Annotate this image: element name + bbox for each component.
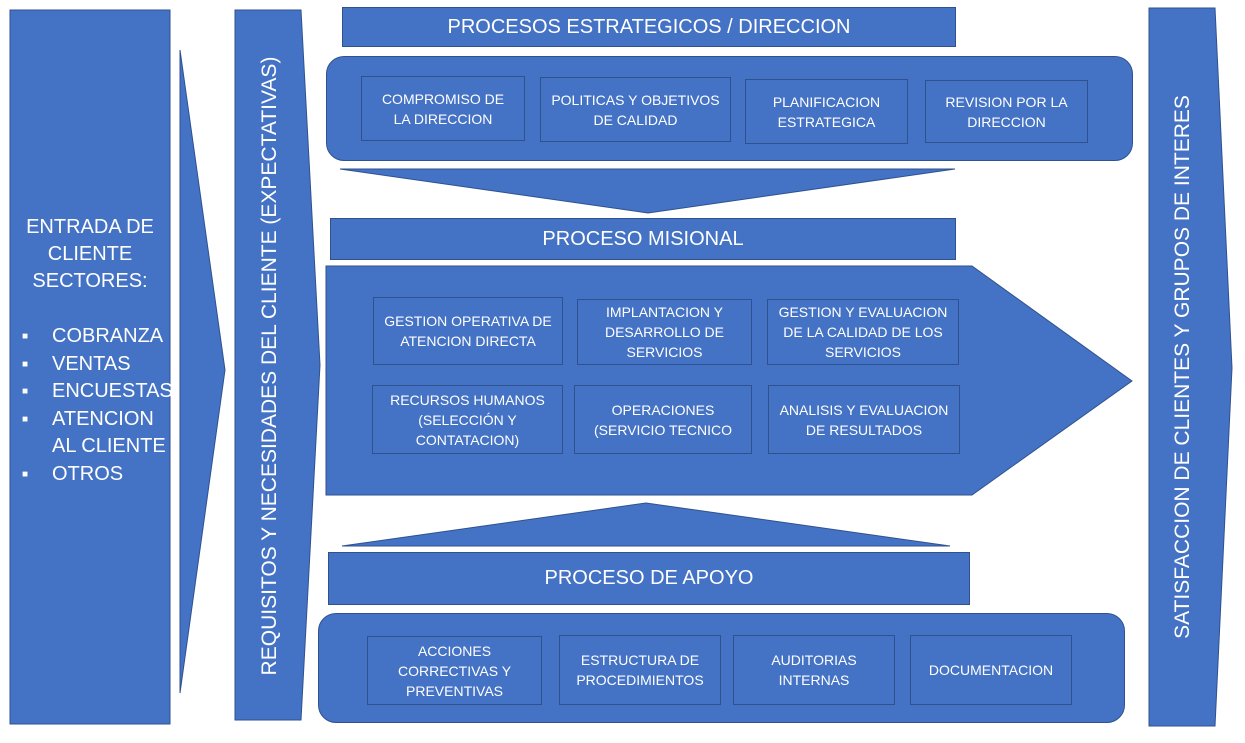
square-bullet-icon: ■ [22, 468, 29, 480]
satisfaccion-label: SATISFACCION DE CLIENTES Y GRUPOS DE INT… [1171, 95, 1194, 639]
satisfaccion-arrow [1148, 7, 1233, 727]
apoyo-header: PROCESO DE APOYO [328, 552, 970, 605]
misional-box-gestion-operativa: GESTION OPERATIVA DE ATENCION DIRECTA [373, 297, 563, 365]
square-bullet-icon: ■ [22, 358, 29, 370]
apoyo-box-acciones: ACCIONES CORRECTIVAS Y PREVENTIVAS [367, 636, 542, 705]
misional-box-operaciones: OPERACIONES (SERVICIO TECNICO [574, 385, 752, 454]
entrada-title: ENTRADA DE CLIENTE SECTORES: [26, 216, 154, 292]
estrategicos-box-revision: REVISION POR LA DIRECCION [925, 80, 1088, 143]
requisitos-label: REQUISITOS Y NECESIDADES DEL CLIENTE (EX… [258, 56, 281, 676]
square-bullet-icon: ■ [22, 413, 29, 425]
estrategicos-box-compromiso: COMPROMISO DE LA DIRECCION [361, 76, 525, 141]
requisitos-arrow [234, 9, 321, 721]
square-bullet-icon: ■ [22, 331, 29, 342]
estrategicos-box-politicas: POLITICAS Y OBJETIVOS DE CALIDAD [540, 77, 731, 142]
misional-box-recursos-humanos: RECURSOS HUMANOS (SELECCIÓN Y CONTATACIO… [372, 385, 563, 454]
entrada-arrow [179, 49, 226, 694]
estrategicos-box-planificacion: PLANIFICACION ESTRATEGICA [745, 79, 908, 144]
estrategicos-header: PROCESOS ESTRATEGICOS / DIRECCION [342, 7, 956, 47]
misional-box-gestion-calidad: GESTION Y EVALUACION DE LA CALIDAD DE LO… [767, 299, 959, 365]
square-bullet-icon: ■ [22, 386, 29, 397]
entrada-list: ■COBRANZA ■VENTAS ■ENCUESTAS ■ATENCION A… [22, 323, 173, 488]
apoyo-box-auditorias: AUDITORIAS INTERNAS [733, 635, 895, 705]
list-item: ■VENTAS [22, 351, 173, 379]
list-item: ■ATENCION AL CLIENTE [22, 406, 173, 461]
entrada-panel [9, 9, 171, 725]
list-item: ■OTROS [22, 461, 173, 489]
list-item: ■COBRANZA [22, 323, 173, 351]
misional-box-implantacion: IMPLANTACION Y DESARROLLO DE SERVICIOS [577, 299, 752, 365]
misional-box-analisis: ANALISIS Y EVALUACION DE RESULTADOS [768, 385, 960, 454]
apoyo-up-arrow [341, 502, 951, 547]
apoyo-box-estructura: ESTRUCTURA DE PROCEDIMIENTOS [559, 635, 721, 705]
misional-header: PROCESO MISIONAL [330, 218, 956, 260]
apoyo-box-documentacion: DOCUMENTACION [910, 635, 1072, 705]
estrategicos-down-arrow [339, 168, 956, 214]
list-item: ■ENCUESTAS [22, 378, 173, 406]
